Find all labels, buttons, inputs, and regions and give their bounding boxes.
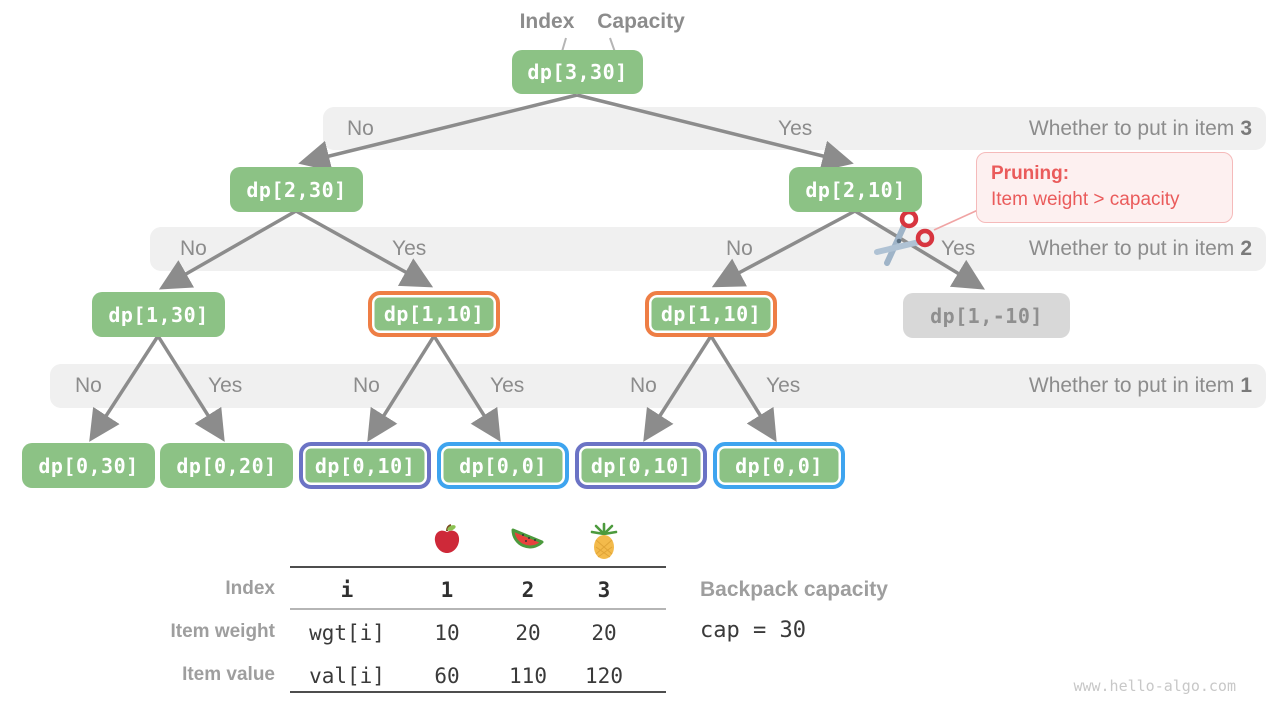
dp-node: dp[1,10] [368, 291, 500, 337]
pruning-title: Pruning: [991, 163, 1070, 184]
table-cell: 1 [440, 578, 454, 602]
branch-label-no: No [347, 116, 374, 140]
dp-node: dp[0,20] [160, 443, 293, 488]
pruning-text: Item weight > capacity [991, 189, 1180, 210]
table-cell: 3 [597, 578, 611, 602]
apple-icon [434, 524, 460, 553]
dp-node: dp[2,30] [230, 167, 363, 212]
table-cell: 120 [585, 664, 623, 688]
table-cell: 10 [434, 621, 460, 645]
dp-node: dp[1,30] [92, 292, 225, 337]
watermark: www.hello-algo.com [1073, 677, 1236, 695]
dp-node: dp[3,30] [512, 50, 643, 94]
table-cell: wgt[i] [309, 621, 385, 645]
dp-node: dp[0,0] [437, 442, 569, 489]
branch-label-yes: Yes [490, 374, 525, 397]
dp-node: dp[0,10] [575, 442, 707, 489]
backpack-capacity-code: cap = 30 [700, 618, 806, 643]
dp-node: dp[2,10] [789, 167, 922, 212]
table-cell: 20 [515, 621, 541, 645]
pineapple-icon [590, 522, 618, 559]
table-row-label: Index [225, 578, 275, 599]
branch-label-yes: Yes [778, 116, 813, 140]
table-rule [290, 566, 666, 568]
branch-label-no: No [180, 237, 207, 260]
dp-node: dp[0,0] [713, 442, 845, 489]
backpack-capacity-label: Backpack capacity [700, 578, 888, 601]
table-row-label: Item value [182, 664, 275, 685]
apple-icon [430, 522, 464, 561]
table-cell: val[i] [309, 664, 385, 688]
table-cell: 110 [509, 664, 547, 688]
table-cell: 60 [434, 664, 460, 688]
table-rule [290, 608, 666, 610]
table-cell: 20 [591, 621, 617, 645]
dp-node: dp[1,10] [645, 291, 777, 337]
branch-label-no: No [353, 374, 380, 397]
branch-label-no: No [75, 374, 102, 397]
table-cell: i [340, 578, 354, 602]
capacity-header-label: Capacity [597, 10, 685, 33]
watermelon-icon [509, 522, 547, 561]
dp-node: dp[1,-10] [903, 293, 1070, 338]
branch-label-yes: Yes [208, 374, 243, 397]
pruning-callout: Pruning: Item weight > capacity [976, 152, 1233, 223]
branch-label-no: No [726, 237, 753, 260]
pineapple-icon [588, 522, 620, 565]
table-rule [290, 691, 666, 693]
branch-label-yes: Yes [766, 374, 801, 397]
branch-label-yes: Yes [392, 237, 427, 260]
branch-label-no: No [630, 374, 657, 397]
dp-node: dp[0,30] [22, 443, 155, 488]
dp-node: dp[0,10] [299, 442, 431, 489]
table-row-label: Item weight [170, 621, 275, 642]
branch-label-yes: Yes [941, 237, 976, 260]
table-cell: 2 [521, 578, 535, 602]
index-header-label: Index [519, 10, 575, 33]
watermelon-icon [511, 528, 544, 549]
